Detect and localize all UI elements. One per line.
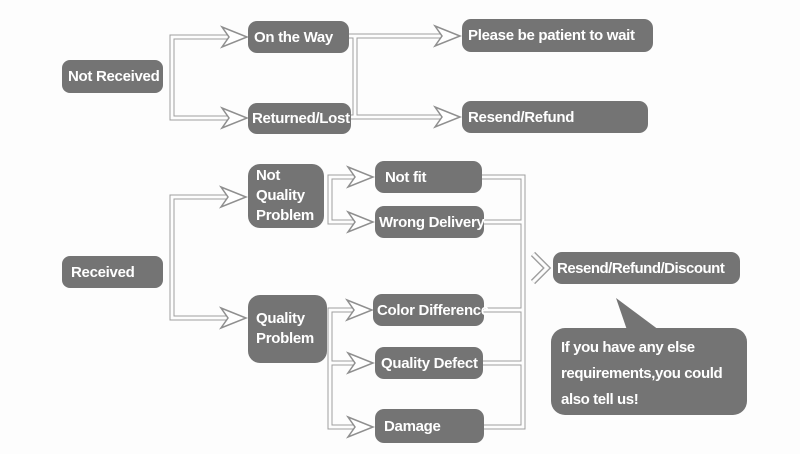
speech-bubble-line: requirements,you could [561, 365, 723, 382]
arrowhead-icon [219, 106, 250, 130]
flow-node-not-fit: Not fit [375, 161, 482, 193]
flow-node-damage: Damage [375, 409, 484, 443]
speech-bubble: If you have any else requirements,you co… [551, 328, 747, 415]
arrowhead-icon [345, 415, 376, 439]
flow-node-quality-problem: Quality Problem [248, 295, 327, 363]
flow-node-resend-refund: Resend/Refund [462, 101, 648, 133]
flow-node-color-difference: Color Difference [373, 294, 489, 326]
arrowhead-icon [432, 24, 463, 48]
arrowhead-icon [219, 25, 250, 49]
flow-node-quality-defect: Quality Defect [375, 347, 483, 379]
arrowhead-icon [218, 185, 249, 209]
flow-node-wrong-delivery: Wrong Delivery [375, 206, 485, 238]
chevron-arrow-icon-inner [531, 252, 550, 284]
arrowhead-icon [345, 210, 376, 234]
arrowhead-icon [432, 105, 463, 129]
flow-node-please-be-patient: Please be patient to wait [462, 19, 653, 52]
arrowhead-icon [345, 165, 376, 189]
speech-bubble-tail [616, 298, 659, 330]
flow-node-on-the-way: On the Way [248, 21, 349, 53]
arrowhead-icon [218, 306, 249, 330]
flow-node-not-received: Not Received [62, 60, 163, 93]
arrowhead-icon [345, 351, 376, 375]
speech-bubble-line: If you have any else [561, 339, 695, 356]
speech-bubble-line: also tell us! [561, 391, 639, 408]
flow-node-resend-refund-discount: Resend/Refund/Discount [553, 252, 740, 284]
arrowhead-icon [344, 298, 375, 322]
connector-lines-inner [170, 34, 525, 429]
flow-node-returned-lost: Returned/Lost [248, 103, 351, 134]
flow-node-received: Received [62, 256, 163, 288]
flow-node-not-quality-problem: Not Quality Problem [248, 164, 324, 228]
